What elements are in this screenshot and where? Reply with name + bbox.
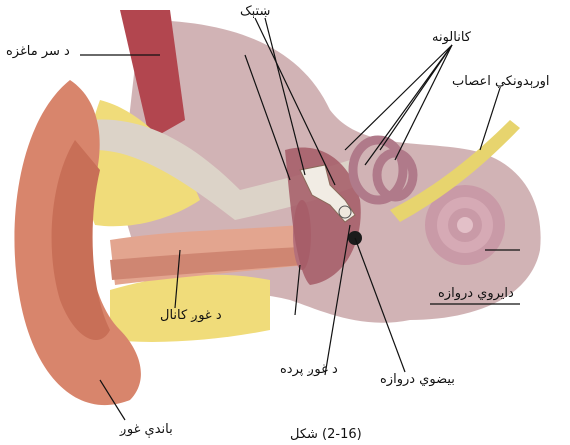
label-auditory-nerves: اورېدونکي اعصاب bbox=[452, 74, 550, 90]
label-oval-window: بیضوي دروازه bbox=[380, 372, 455, 388]
label-eardrum: د غوږ پرده bbox=[280, 362, 338, 378]
label-round-window: دایروي دروازه bbox=[438, 286, 514, 302]
label-brain: د سر ماغزه bbox=[6, 44, 70, 60]
label-semicircular-canals: کانالونه bbox=[432, 30, 471, 46]
label-ear-canal: د غوږ کانال bbox=[160, 308, 222, 324]
figure-caption: (2-16) شکل bbox=[290, 427, 362, 443]
oval-window-shape bbox=[339, 206, 351, 218]
label-outer-ear: باندې غوږ bbox=[120, 422, 173, 438]
label-ossicles: ښتېک bbox=[240, 4, 270, 20]
